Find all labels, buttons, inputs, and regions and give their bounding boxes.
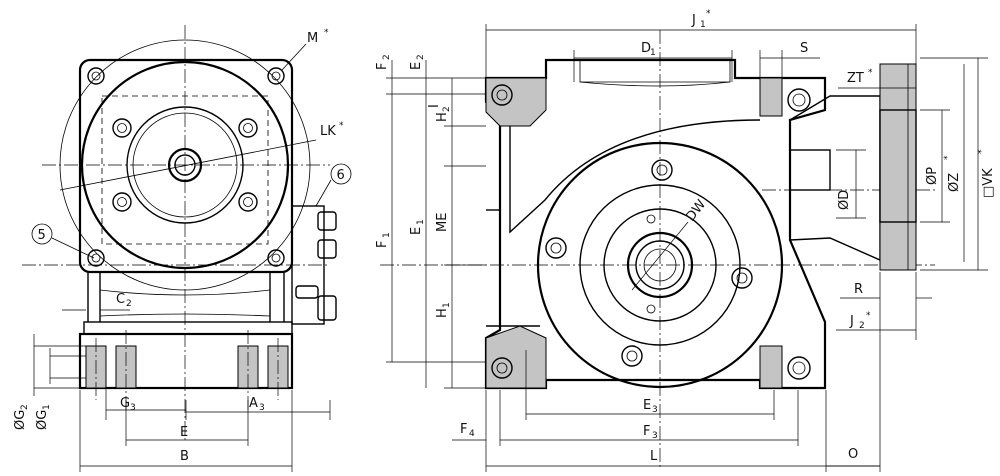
side-fittings	[291, 205, 337, 325]
svg-text:*: *	[943, 155, 953, 160]
svg-text:H: H	[435, 308, 450, 318]
wheel-bolts	[545, 159, 753, 367]
section-top-right	[759, 77, 783, 117]
callout-6: 6	[315, 163, 352, 207]
svg-text:J: J	[691, 13, 696, 28]
svg-text:F: F	[460, 422, 467, 437]
svg-text:ØG: ØG	[13, 410, 28, 430]
inner-dashed-square	[101, 95, 269, 245]
square-flange	[78, 58, 294, 274]
svg-text:I: I	[427, 104, 442, 108]
svg-text:F: F	[375, 241, 390, 248]
housing-outline	[484, 58, 827, 390]
svg-text:1: 1	[700, 20, 706, 30]
svg-text:J: J	[849, 314, 854, 329]
section-bottom-right	[759, 345, 783, 389]
svg-text:2: 2	[416, 54, 426, 60]
svg-text:2: 2	[382, 54, 392, 60]
callout-5: 5	[31, 223, 95, 259]
svg-text:*: *	[324, 28, 329, 38]
svg-text:5: 5	[38, 228, 46, 243]
svg-text:ØD: ØD	[837, 190, 852, 210]
svg-text:G: G	[120, 396, 130, 411]
svg-text:1: 1	[442, 302, 452, 308]
svg-text:3: 3	[130, 403, 136, 413]
svg-text:*: *	[706, 9, 711, 19]
svg-text:ØP: ØP	[925, 167, 940, 185]
svg-text:1: 1	[382, 232, 392, 238]
svg-text:L: L	[650, 449, 658, 464]
svg-text:R: R	[854, 282, 863, 297]
svg-text:2: 2	[126, 299, 132, 309]
input-adapter	[789, 95, 881, 262]
label-M: M	[307, 31, 318, 46]
svg-text:E: E	[409, 62, 424, 70]
base-bolt-sections	[85, 330, 289, 410]
svg-text:F: F	[375, 63, 390, 70]
svg-text:S: S	[800, 41, 808, 56]
wheel-outer	[536, 141, 784, 389]
section-bottom-left	[485, 325, 547, 389]
svg-text:A: A	[249, 396, 258, 411]
left-end-view: 5 6 M * LK * C 2 G 3 A 3	[13, 25, 352, 472]
input-flange	[879, 63, 917, 271]
label-DW: DW	[683, 197, 709, 224]
svg-text:2: 2	[20, 404, 30, 410]
svg-text:E: E	[180, 425, 188, 440]
housing-circle	[80, 60, 290, 270]
svg-text:*: *	[339, 121, 344, 131]
corner-bolts	[87, 67, 285, 267]
svg-text:ØZ: ØZ	[947, 173, 962, 192]
svg-text:1: 1	[42, 404, 52, 410]
label-LK: LK	[320, 124, 336, 139]
svg-text:*: *	[868, 68, 873, 78]
svg-text:E: E	[643, 398, 651, 413]
svg-text:*: *	[866, 311, 871, 321]
input-shaft	[789, 149, 831, 191]
svg-text:2: 2	[442, 106, 452, 112]
svg-text:3: 3	[652, 405, 658, 415]
svg-text:ME: ME	[435, 213, 450, 232]
svg-text:2: 2	[859, 321, 865, 331]
svg-text:□VK: □VK	[981, 168, 996, 198]
svg-text:ZT: ZT	[847, 71, 864, 86]
svg-text:H: H	[435, 112, 450, 122]
svg-text:4: 4	[469, 429, 475, 439]
svg-text:6: 6	[337, 168, 345, 183]
svg-text:3: 3	[652, 431, 658, 441]
svg-text:F: F	[643, 424, 650, 439]
svg-text:1: 1	[650, 48, 656, 58]
svg-text:1: 1	[416, 219, 426, 225]
inner-bolts	[112, 118, 258, 212]
base-plate	[83, 321, 293, 335]
svg-text:E: E	[409, 227, 424, 235]
svg-text:C: C	[116, 292, 125, 307]
svg-text:B: B	[180, 449, 189, 464]
svg-text:ØG: ØG	[35, 410, 50, 430]
svg-text:D: D	[641, 41, 651, 56]
svg-text:O: O	[848, 447, 858, 462]
right-side-view: DW ZT * ØD ØP ØZ * □VK * R	[375, 9, 996, 472]
svg-text:*: *	[977, 149, 987, 154]
svg-text:3: 3	[259, 403, 265, 413]
